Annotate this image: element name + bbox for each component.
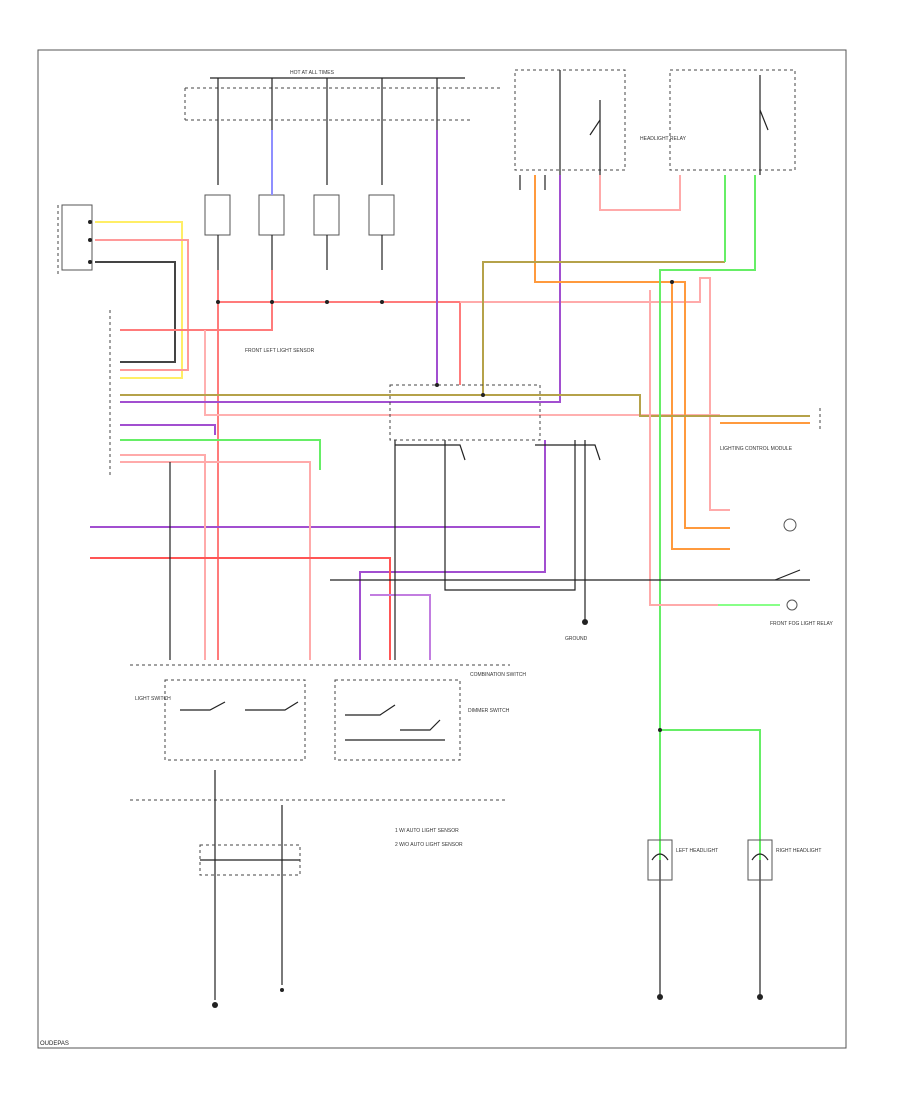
wire-pink-3 — [120, 454, 206, 660]
right-connectors: LIGHTING CONTROL MODULE FRONT FOG LIGHT … — [720, 408, 833, 627]
ground-label: GROUND — [565, 636, 588, 642]
middle-relays — [389, 384, 601, 461]
wire-red-5 — [90, 557, 391, 660]
wire-black-3 — [444, 440, 576, 591]
fog-relay-label: FRONT FOG LIGHT RELAY — [770, 621, 833, 627]
wire-green-4 — [660, 729, 761, 860]
light-sensor-connector — [61, 204, 93, 271]
combination-switch: COMBINATION SWITCH LIGHT SWITCH DIMMER S… — [130, 664, 526, 801]
relay-cluster — [204, 194, 395, 270]
wire-orange-1 — [534, 175, 730, 529]
lower-left-wiring: 1 W/ AUTO LIGHT SENSOR 2 W/O AUTO LIGHT … — [199, 770, 463, 1008]
wire-olive-2 — [482, 261, 725, 395]
wire-red-2 — [120, 270, 273, 331]
center-ground: GROUND — [565, 619, 588, 642]
light-switch-label: LIGHT SWITCH — [135, 696, 171, 702]
left-headlight: LEFT HEADLIGHT — [647, 839, 718, 1000]
wire-red-bus — [217, 270, 461, 385]
diagram-border — [37, 49, 847, 1049]
headlight-relay-label: HEADLIGHT RELAY — [640, 136, 687, 142]
sensor-label: FRONT LEFT LIGHT SENSOR — [245, 348, 315, 354]
footer-label: OUDEPAS — [40, 1041, 69, 1047]
wire-pink-2 — [599, 175, 681, 211]
junction-dots — [216, 280, 674, 732]
wire-black-1 — [95, 261, 176, 363]
wire-red-4 — [204, 330, 720, 416]
wire-green-3 — [120, 439, 321, 470]
legend-2: 2 W/O AUTO LIGHT SENSOR — [395, 842, 463, 848]
right-headlight: RIGHT HEADLIGHT — [747, 839, 821, 1000]
right-headlight-label: RIGHT HEADLIGHT — [776, 848, 821, 854]
top-right-relays — [514, 69, 796, 190]
wire-pink-5 — [649, 290, 718, 606]
wire-purple-2 — [120, 175, 561, 403]
wire-green-2 — [659, 175, 756, 860]
left-module-boundary — [57, 205, 111, 475]
wire-purple-3 — [120, 424, 216, 435]
wire-purple-5 — [359, 440, 546, 660]
lighting-control-label: LIGHTING CONTROL MODULE — [720, 446, 793, 452]
wire-purple-6 — [370, 594, 431, 660]
wire-yellow — [95, 221, 183, 379]
wire-orange-2 — [671, 282, 730, 550]
dimmer-switch-label: DIMMER SWITCH — [468, 708, 510, 714]
bus-title: HOT AT ALL TIMES — [290, 70, 335, 76]
fuse-block: HOT AT ALL TIMES — [184, 70, 500, 185]
wire-red-1 — [95, 239, 189, 371]
wire-pink-4 — [120, 461, 311, 660]
combination-switch-label: COMBINATION SWITCH — [470, 672, 526, 678]
legend-1: 1 W/ AUTO LIGHT SENSOR — [395, 828, 459, 834]
left-headlight-label: LEFT HEADLIGHT — [676, 848, 718, 854]
wire-olive-1 — [120, 394, 810, 417]
fuse-drops — [217, 78, 438, 185]
